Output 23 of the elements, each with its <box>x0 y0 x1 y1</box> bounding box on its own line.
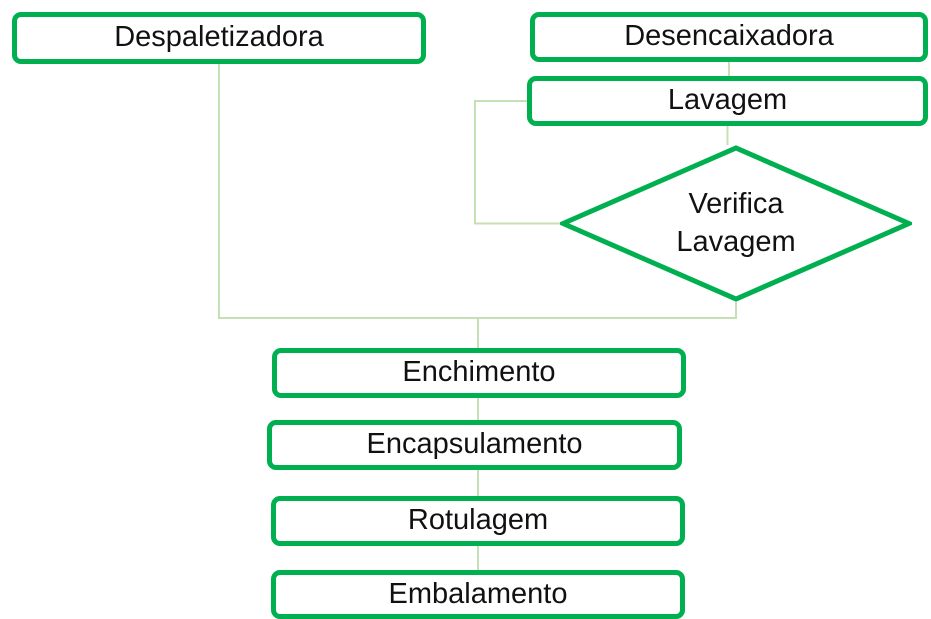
node-label: Despaletizadora <box>114 20 324 56</box>
process-box <box>12 12 426 64</box>
connector-line <box>477 398 479 420</box>
process-box <box>271 496 685 546</box>
node-label: Verifica Lavagem <box>675 186 797 260</box>
node-label: Enchimento <box>402 355 556 390</box>
connector-line <box>474 100 562 224</box>
process-box <box>271 570 685 619</box>
node-label: Rotulagem <box>408 503 548 538</box>
connector-line <box>728 62 730 76</box>
process-box <box>527 76 928 126</box>
connector-line <box>477 302 737 348</box>
node-label: Encapsulamento <box>366 427 583 462</box>
node-label: Lavagem <box>668 83 788 118</box>
node-label: Embalamento <box>388 576 568 612</box>
node-label: Desencaixadora <box>624 19 834 54</box>
process-box <box>530 12 928 62</box>
connector-line <box>477 546 479 570</box>
process-box <box>267 420 682 470</box>
connector-line <box>726 126 728 145</box>
decision-diamond <box>560 145 912 302</box>
connector-line <box>477 470 479 496</box>
process-box <box>272 348 686 398</box>
